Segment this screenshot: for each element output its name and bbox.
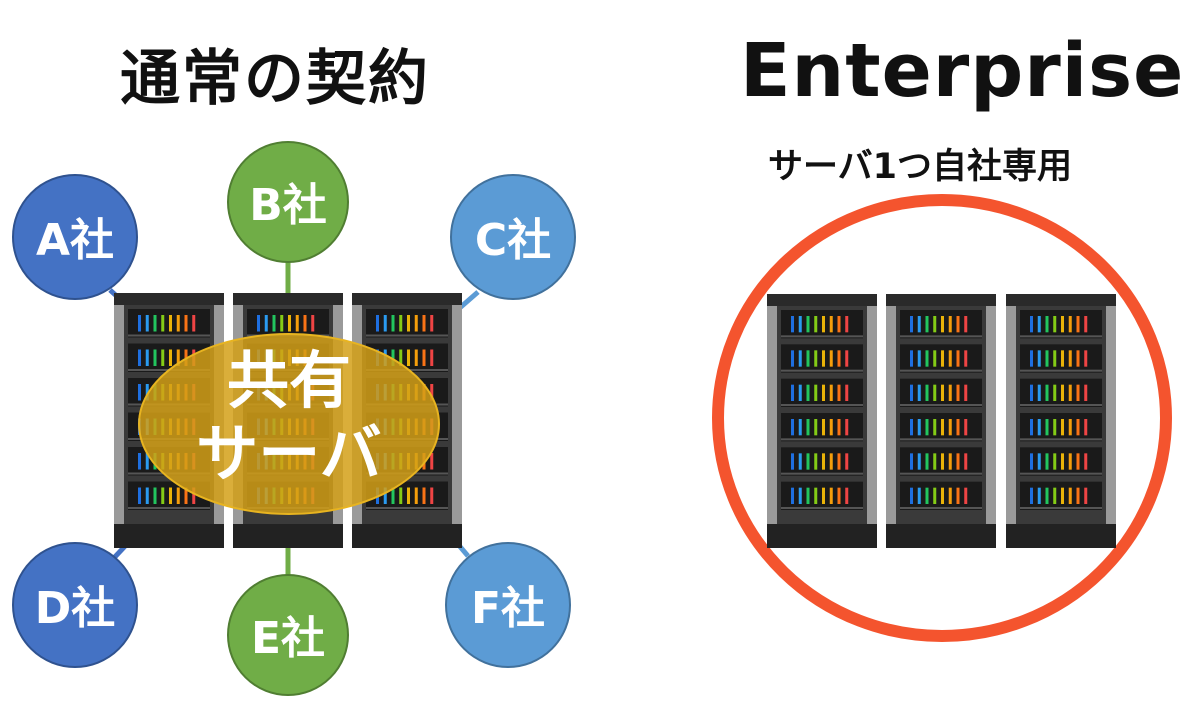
server-rack-icon [767,294,877,548]
company-c-node: C社 [450,174,576,300]
company-d-label: D社 [35,583,116,634]
company-a-node: A社 [12,174,138,300]
enterprise-subtitle: サーバ1つ自社専用 [768,147,1073,187]
server-rack-icon [1006,294,1116,548]
company-d-node: D社 [12,542,138,668]
shared-server-bubble: 共有 サーバ [138,333,440,515]
enterprise-dedicated-group [712,194,1172,642]
dedicated-server-racks [767,294,1116,548]
server-rack-icon [886,294,996,548]
company-e-node: E社 [227,574,349,696]
company-f-label: F社 [471,583,545,634]
company-nodes: A社 B社 C社 D社 E社 F社 [12,141,576,696]
shared-label-line1: 共有 [227,344,351,417]
enterprise-ring [712,194,1172,642]
enterprise-title: Enterprise [740,28,1185,114]
company-a-label: A社 [36,215,114,266]
shared-contract-title: 通常の契約 [120,44,430,114]
company-f-node: F社 [445,542,571,668]
company-c-label: C社 [475,215,551,266]
company-b-label: B社 [249,180,327,231]
company-b-node: B社 [227,141,349,263]
shared-label-line2: サーバ [196,417,381,490]
company-e-label: E社 [251,613,325,664]
